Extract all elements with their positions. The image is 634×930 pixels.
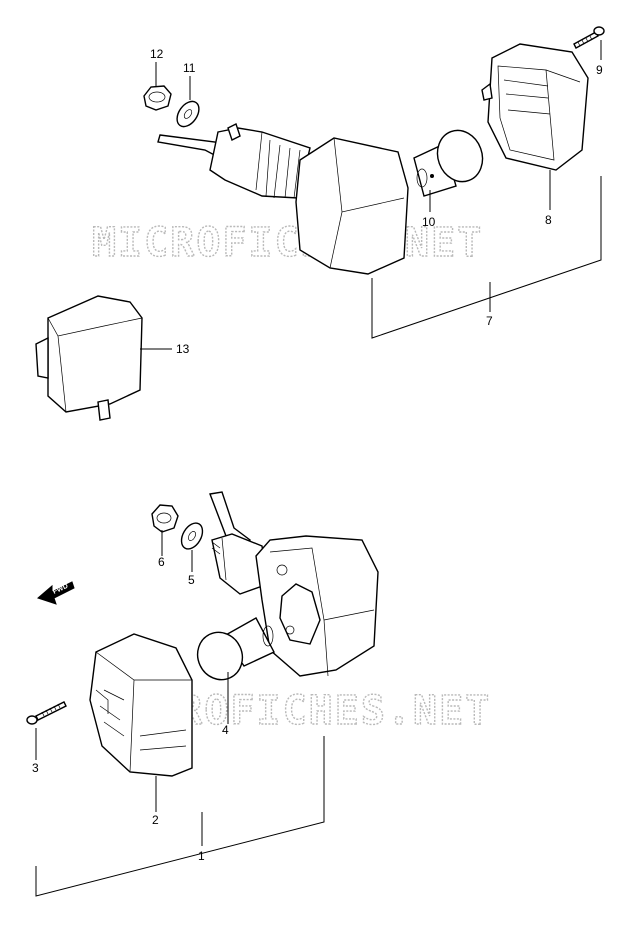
callout-8: 8 (545, 213, 552, 227)
fwd-arrow-icon: FWD (37, 581, 75, 605)
part-3-screw[interactable] (26, 701, 67, 725)
callout-6: 6 (158, 555, 165, 569)
callout-1: 1 (198, 849, 205, 863)
part-5-washer[interactable] (177, 519, 207, 552)
callout-3: 3 (32, 761, 39, 775)
part-13-relay[interactable] (35, 295, 143, 421)
callout-2: 2 (152, 813, 159, 827)
leader-lines-bottom (35, 530, 325, 897)
part-9-screw[interactable] (573, 26, 605, 49)
callout-13: 13 (176, 342, 190, 356)
watermark-top: MICROFICHES.NET (92, 220, 483, 266)
part-10-bulb[interactable] (413, 124, 490, 197)
callout-10: 10 (422, 215, 436, 229)
callout-7: 7 (486, 314, 493, 328)
callout-11: 11 (183, 61, 196, 75)
leader-lines-top (155, 40, 602, 339)
part-1-lamp-housing[interactable] (209, 491, 379, 677)
part-4-bulb[interactable] (190, 617, 275, 687)
part-7-lamp-housing[interactable] (157, 123, 409, 275)
part-12-nut[interactable] (143, 85, 172, 111)
part-8-lens[interactable] (481, 43, 589, 171)
callout-5: 5 (188, 573, 195, 587)
callout-9: 9 (596, 63, 603, 77)
callout-12: 12 (150, 47, 164, 61)
callouts: 12 11 9 10 8 7 13 6 5 4 3 2 1 (32, 47, 603, 863)
callout-4: 4 (222, 723, 229, 737)
part-6-nut[interactable] (151, 504, 179, 533)
part-2-lens[interactable] (89, 633, 193, 777)
part-11-washer[interactable] (173, 97, 204, 130)
